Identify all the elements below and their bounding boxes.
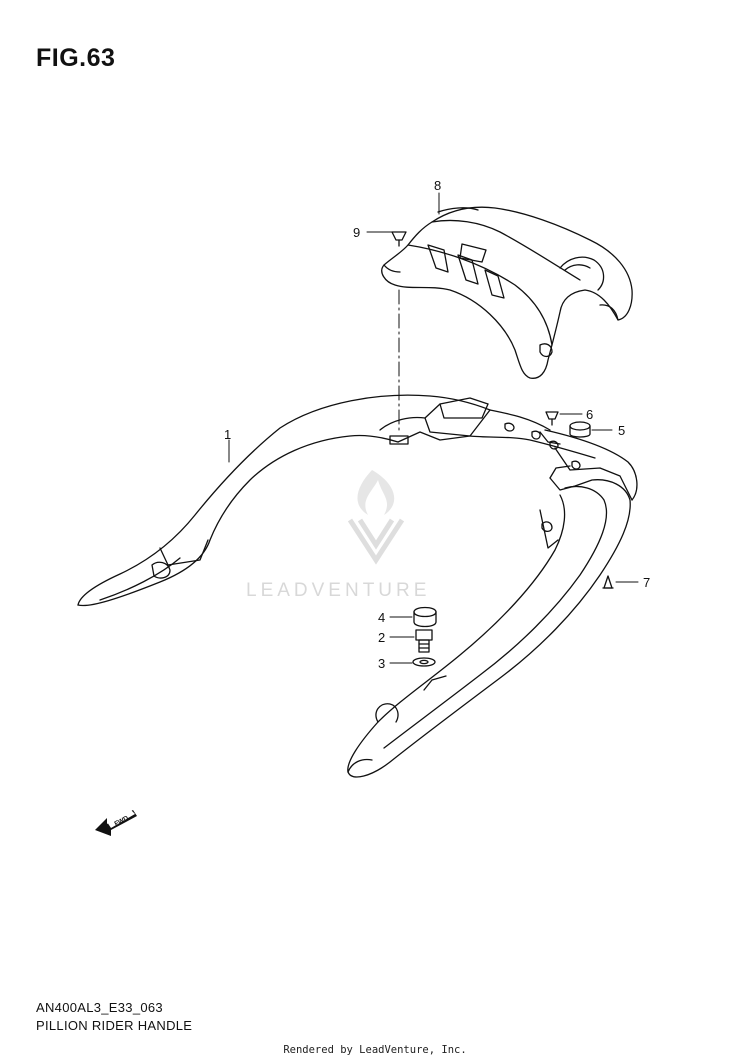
pillion-handle-part-1 [77, 394, 638, 778]
model-code: AN400AL3_E33_063 [36, 1000, 163, 1015]
watermark-text: LEADVENTURE [246, 580, 431, 601]
callout-5: 5 [618, 423, 626, 438]
footer-credit: Rendered by LeadVenture, Inc. [283, 1044, 467, 1056]
callout-4: 4 [378, 610, 386, 625]
figure-caption: PILLION RIDER HANDLE [36, 1018, 193, 1033]
callout-6: 6 [586, 407, 594, 422]
rear-cover-part-8 [381, 206, 633, 379]
callout-1: 1 [224, 427, 232, 442]
cushion-part-5 [569, 421, 591, 438]
forward-arrow-icon: FWD [95, 810, 137, 836]
figure-title: FIG.63 [36, 44, 116, 72]
callout-7: 7 [643, 575, 651, 590]
screw-part-6 [545, 411, 559, 426]
callout-2: 2 [378, 630, 386, 645]
callout-9: 9 [353, 225, 361, 240]
bolt-part-2 [415, 629, 433, 653]
callout-3: 3 [378, 656, 386, 671]
cap-part-4 [413, 606, 437, 628]
clip-part-7 [602, 575, 614, 589]
washer-part-3 [412, 657, 436, 667]
screw-part-9 [391, 231, 407, 247]
callout-8: 8 [434, 178, 442, 193]
